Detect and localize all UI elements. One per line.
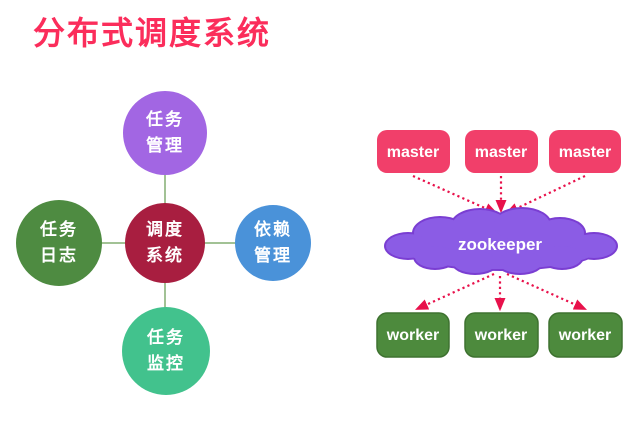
master-box-3	[549, 130, 621, 173]
arrow-zookeeper-to-worker3	[506, 272, 588, 311]
node-task-monitoring: 任务 监控	[122, 307, 210, 395]
architecture-diagram: zookeeper master master master worker wo…	[376, 130, 623, 358]
master-label-1: master	[387, 144, 439, 161]
node-task-log: 任务 日志	[16, 200, 102, 286]
master-label-3: master	[559, 144, 611, 161]
hub-diagram: 任务 管理 任务 日志 调度 系统 依赖 管理 任务 监控	[16, 91, 311, 395]
arrow-master3-to-zookeeper	[505, 175, 586, 214]
node-label-line: 调度	[146, 219, 184, 239]
node-label-line: 日志	[40, 246, 78, 265]
node-label-line: 任务	[146, 109, 184, 129]
zookeeper-cloud	[386, 209, 616, 273]
worker-label-2: worker	[474, 327, 527, 344]
master-label-2: master	[475, 144, 527, 161]
node-label-line: 管理	[146, 136, 184, 155]
arrow-zookeeper-to-worker1	[414, 272, 495, 311]
worker-box-1	[376, 312, 450, 358]
node-label-line: 任务	[147, 327, 185, 347]
node-label-line: 依赖	[254, 219, 292, 239]
node-label-line: 管理	[254, 246, 292, 265]
worker-box-3	[548, 312, 623, 358]
arrow-master1-to-zookeeper	[412, 174, 499, 215]
page-title: 分布式调度系统	[33, 15, 272, 51]
node-label-line: 任务	[40, 219, 78, 239]
node-scheduling-system: 调度 系统	[125, 203, 205, 283]
zookeeper-label: zookeeper	[458, 235, 542, 254]
node-label-line: 系统	[146, 246, 184, 265]
master-box-1	[377, 130, 450, 173]
worker-box-2	[464, 312, 539, 358]
worker-label-1: worker	[386, 327, 439, 344]
node-dependency-management: 依赖 管理	[235, 205, 311, 281]
node-task-management: 任务 管理	[123, 91, 207, 175]
master-box-2	[465, 130, 538, 173]
worker-label-3: worker	[558, 327, 611, 344]
node-label-line: 监控	[147, 354, 185, 373]
